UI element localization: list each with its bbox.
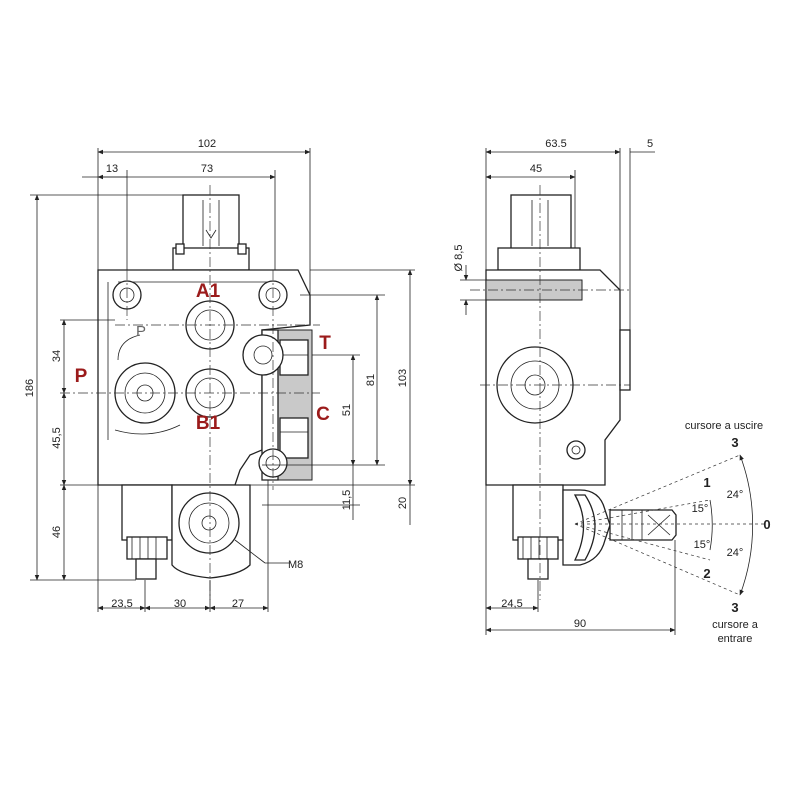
dim-45-5: 45,5 bbox=[51, 427, 63, 448]
dim-90: 90 bbox=[574, 618, 586, 630]
front-spool-section bbox=[121, 484, 251, 580]
side-view: 63.5 5 45 Ø 8,5 24,5 90 cursore a uscire… bbox=[453, 138, 771, 645]
dim-diameter-8-5: Ø 8,5 bbox=[453, 245, 465, 272]
label-cursore-a-uscire: cursore a uscire bbox=[685, 420, 763, 432]
dim-103: 103 bbox=[397, 369, 409, 387]
dim-27: 27 bbox=[232, 598, 244, 610]
dim-5: 5 bbox=[647, 138, 653, 150]
side-lever-housing bbox=[497, 194, 581, 271]
dim-30: 30 bbox=[174, 598, 186, 610]
position-2: 2 bbox=[703, 566, 710, 581]
port-label-p: P bbox=[75, 366, 88, 387]
angle-24-top: 24° bbox=[727, 489, 744, 501]
front-center-lines bbox=[60, 185, 320, 600]
angle-15-top: 15° bbox=[692, 503, 709, 515]
dim-20: 20 bbox=[397, 497, 409, 509]
port-label-c: C bbox=[316, 404, 330, 425]
front-dimension-lines bbox=[34, 149, 413, 611]
dim-186: 186 bbox=[24, 379, 36, 397]
angle-24-bottom: 24° bbox=[727, 547, 744, 559]
front-extension-lines bbox=[30, 148, 415, 612]
side-center-lines bbox=[470, 185, 630, 600]
dim-11-5: 11,5 bbox=[341, 490, 353, 511]
position-3-top: 3 bbox=[731, 435, 738, 450]
dim-73: 73 bbox=[201, 163, 213, 175]
position-3-bottom: 3 bbox=[731, 600, 738, 615]
dim-63-5: 63.5 bbox=[545, 138, 566, 150]
label-cursore-a: cursore a bbox=[712, 619, 759, 631]
dim-81: 81 bbox=[365, 374, 377, 386]
dim-102: 102 bbox=[198, 138, 216, 150]
thread-label: M8 bbox=[288, 559, 303, 571]
label-entrare: entrare bbox=[718, 633, 753, 645]
cast-label-p: P bbox=[136, 323, 146, 340]
port-label-b1: B1 bbox=[196, 413, 221, 434]
position-1: 1 bbox=[703, 475, 710, 490]
side-dimension-lines bbox=[460, 148, 676, 635]
port-label-t: T bbox=[319, 333, 331, 354]
front-tc-block bbox=[261, 329, 313, 481]
dim-51: 51 bbox=[341, 404, 353, 416]
side-lever bbox=[574, 454, 765, 596]
port-label-a1: A1 bbox=[196, 281, 221, 302]
dim-23-5: 23,5 bbox=[111, 598, 132, 610]
side-spool-section bbox=[512, 484, 611, 580]
front-view: 102 13 73 186 34 45,5 46 23,5 30 27 81 5… bbox=[24, 138, 415, 612]
dim-45: 45 bbox=[530, 163, 542, 175]
dim-24-5: 24,5 bbox=[501, 598, 522, 610]
angle-15-bottom: 15° bbox=[694, 539, 711, 551]
dim-34: 34 bbox=[51, 350, 63, 362]
dim-13: 13 bbox=[106, 163, 118, 175]
dim-46: 46 bbox=[51, 526, 63, 538]
position-0: 0 bbox=[763, 517, 770, 532]
front-lever-housing bbox=[172, 194, 250, 271]
